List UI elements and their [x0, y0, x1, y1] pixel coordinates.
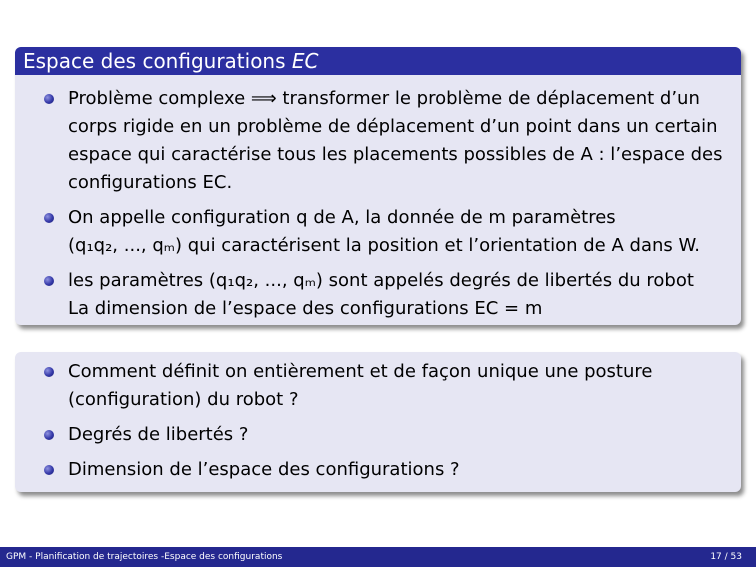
item-line: (configuration) du robot ?: [68, 389, 299, 410]
questions-list: Comment définit on entièrement et de faç…: [15, 358, 741, 491]
definition-block: Espace des configurations EC Problème co…: [15, 47, 741, 325]
list-item: On appelle configuration q de A, la donn…: [15, 204, 741, 260]
bullet-icon: [44, 276, 54, 286]
list-item: Problème complexe ⟹ transformer le probl…: [15, 85, 741, 197]
block-title: Espace des configurations EC: [15, 47, 741, 75]
list-item: Degrés de libertés ?: [15, 421, 741, 449]
item-line: Dimension de l’espace des configurations…: [68, 459, 460, 480]
questions-block: Comment définit on entièrement et de faç…: [15, 352, 741, 492]
footer-title: GPM - Planification de trajectoires -Esp…: [6, 552, 283, 562]
item-line: Comment définit on entièrement et de faç…: [68, 361, 653, 382]
page-number: 17 / 53: [710, 552, 742, 562]
block-title-symbol: EC: [291, 49, 319, 73]
block-title-text: Espace des configurations: [23, 49, 286, 73]
item-line: La dimension de l’espace des configurati…: [68, 298, 543, 319]
bullet-icon: [44, 430, 54, 440]
item-line: Degrés de libertés ?: [68, 424, 249, 445]
bullet-icon: [44, 465, 54, 475]
item-line: les paramètres (q₁q₂, ..., qₘ) sont appe…: [68, 270, 694, 291]
item-line: (q₁q₂, ..., qₘ) qui caractérisent la pos…: [68, 235, 700, 256]
list-item: les paramètres (q₁q₂, ..., qₘ) sont appe…: [15, 267, 741, 323]
bullet-icon: [44, 94, 54, 104]
list-item: Dimension de l’espace des configurations…: [15, 456, 741, 484]
definition-list: Problème complexe ⟹ transformer le probl…: [15, 85, 741, 330]
item-line: espace qui caractérise tous les placemen…: [68, 144, 723, 165]
item-line: corps rigide en un problème de déplaceme…: [68, 116, 718, 137]
bullet-icon: [44, 213, 54, 223]
list-item: Comment définit on entièrement et de faç…: [15, 358, 741, 414]
bullet-icon: [44, 367, 54, 377]
item-line: Problème complexe ⟹ transformer le probl…: [68, 88, 700, 109]
item-line: configurations EC.: [68, 172, 233, 193]
item-line: On appelle configuration q de A, la donn…: [68, 207, 616, 228]
footer-bar: GPM - Planification de trajectoires -Esp…: [0, 547, 756, 567]
